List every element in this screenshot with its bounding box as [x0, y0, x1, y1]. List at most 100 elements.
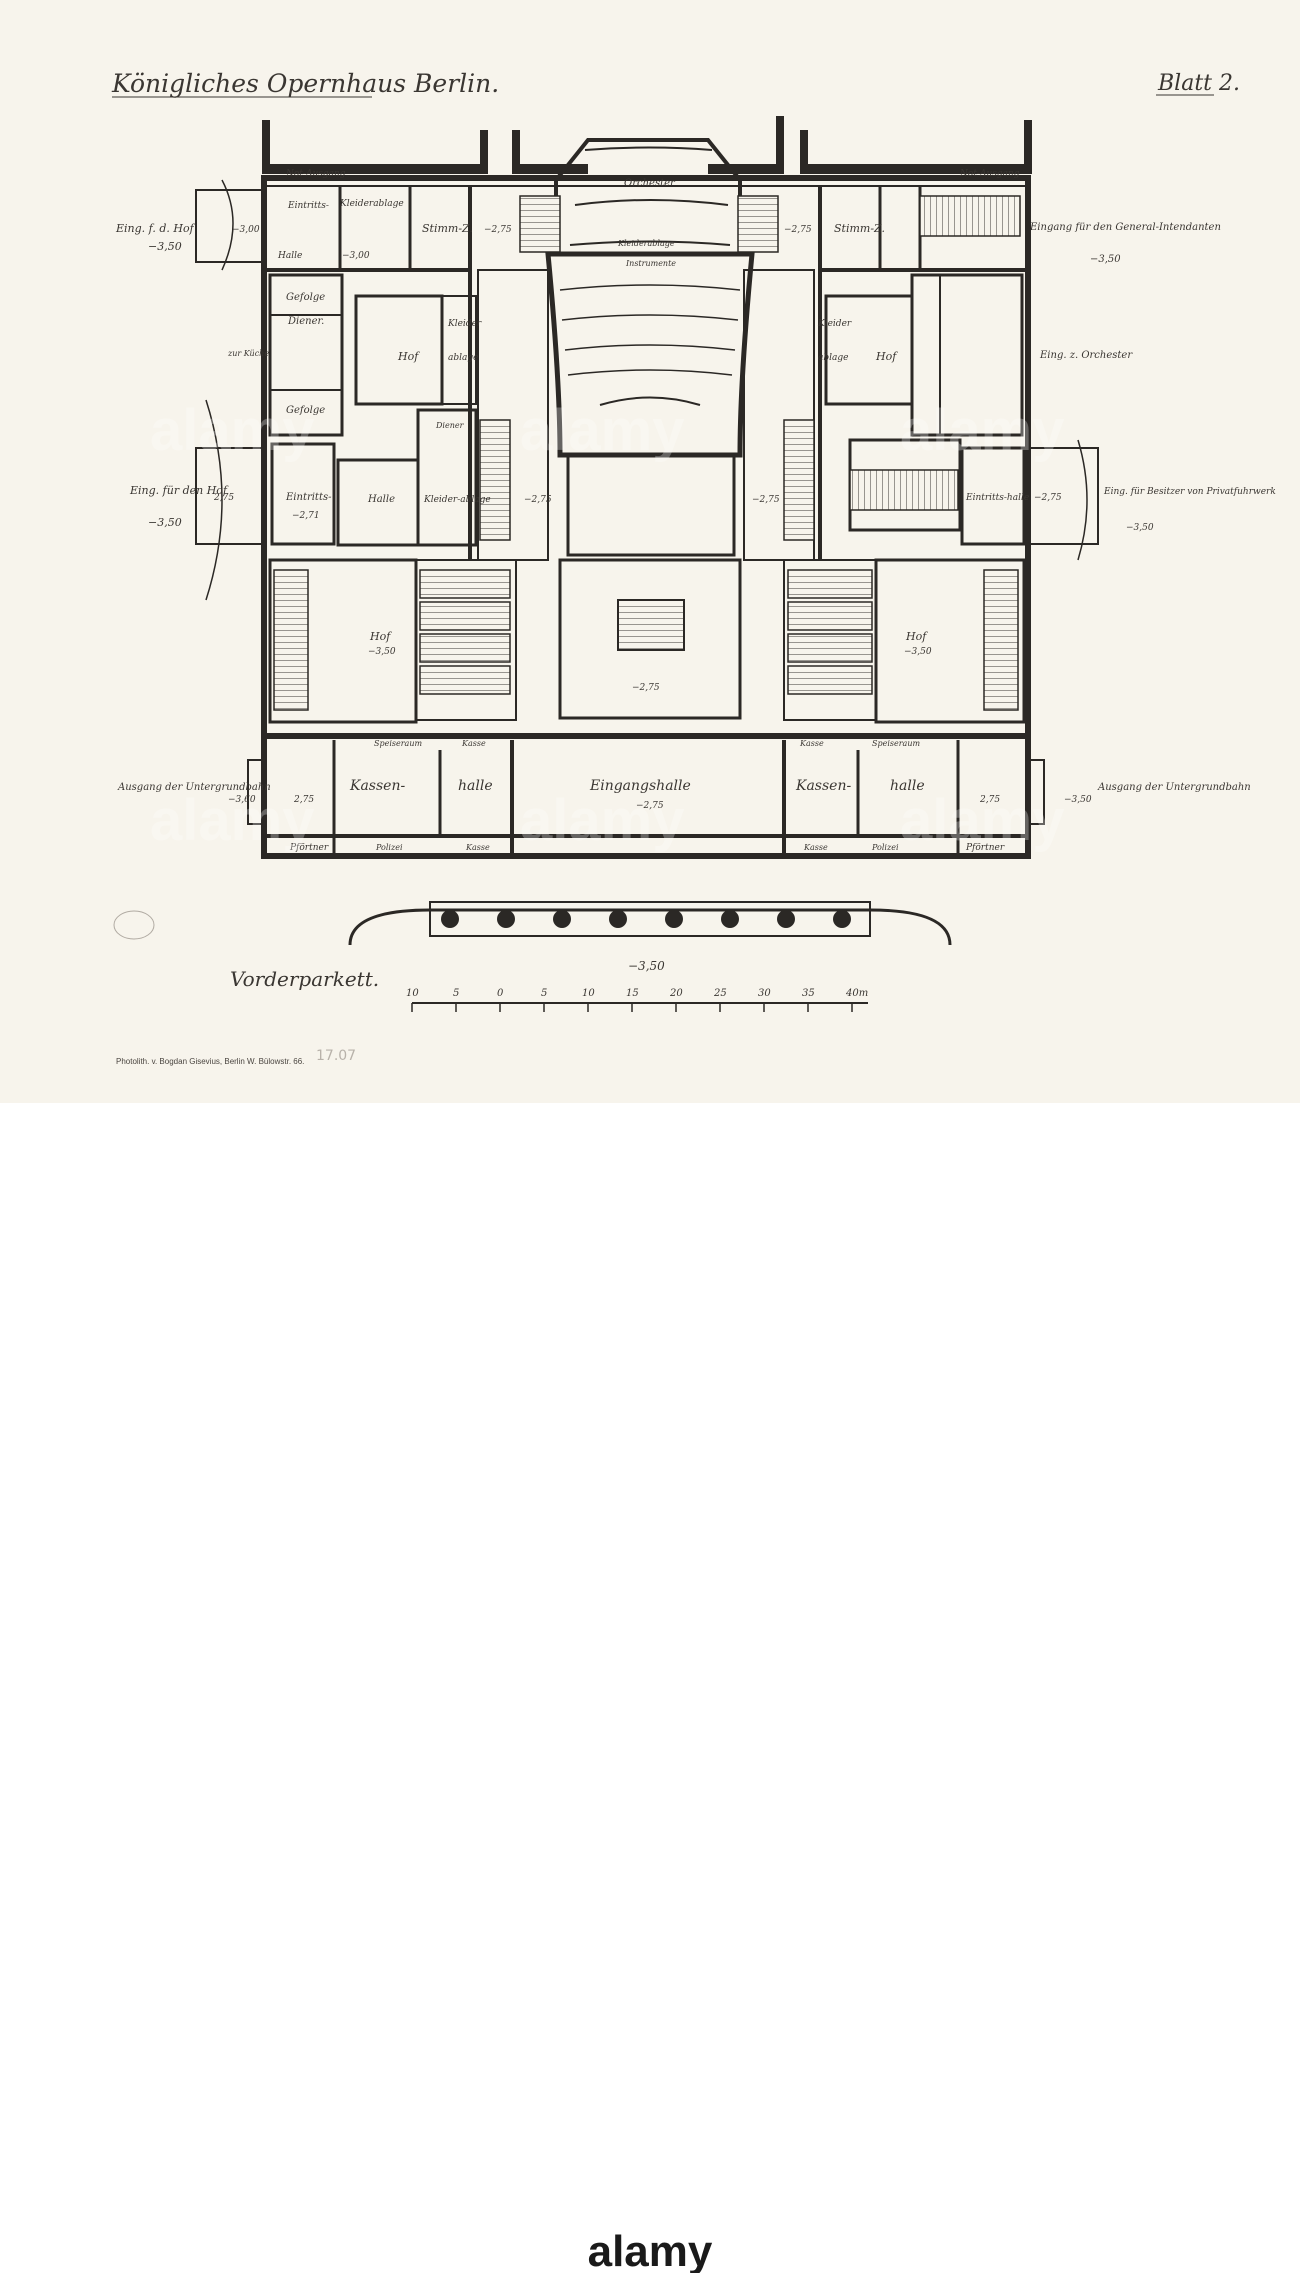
label-kasse-1: Kasse	[461, 739, 486, 748]
scale-bar: 10 5 0 5 10 15 20 25 30 35 40m	[406, 988, 868, 1012]
room-labels: Not-Ausgang Not-Ausgang Eing. f. d. Hof …	[115, 169, 1276, 973]
pencil-scribble	[113, 910, 155, 940]
label-kleiderablage-orch: Kleiderablage	[617, 239, 675, 248]
watermarks: alamy alamy alamy alamy alamy alamy	[150, 398, 1064, 853]
label-eing-hof: Eing. f. d. Hof	[115, 222, 196, 235]
label-eing-den-hof-level: −3,50	[148, 516, 182, 529]
label-level-275-c1: −2,75	[524, 495, 552, 505]
label-level-275-kl: 2,75	[293, 795, 314, 805]
walls	[261, 138, 1031, 859]
watermark-4: alamy	[150, 788, 314, 853]
watermark-6: alamy	[900, 788, 1064, 853]
label-hof-ll: Hof	[369, 630, 392, 643]
alamy-logo-text: alamy	[588, 2231, 713, 2273]
label-speiseraum-right: Speiseraum	[872, 739, 920, 748]
label-kasse-3: Kasse	[465, 843, 490, 852]
label-kasse-4: Kasse	[803, 843, 828, 852]
label-level-275-kr: 2,75	[979, 795, 1000, 805]
label-pfoertner-right: Pförtner	[965, 843, 1005, 853]
label-level-275-tr: −2,75	[784, 225, 812, 235]
label-ablage-left: ablage	[448, 353, 478, 363]
label-diener-mid: Diener	[435, 421, 465, 430]
scale-tick-6: 15	[626, 988, 639, 999]
label-polizei-left: Polizei	[375, 843, 403, 852]
label-eintritts-top: Eintritts-	[287, 201, 329, 211]
label-eing-besitzer-level: −3,50	[1126, 523, 1154, 533]
watermark-5: alamy	[520, 788, 684, 853]
label-eing-gi-level: −3,50	[1090, 254, 1121, 265]
label-zur-kueche: zur Küche	[227, 349, 269, 358]
label-eing-orchester: Eing. z. Orchester	[1039, 350, 1133, 361]
label-kleiderablage-mid: Kleider-ablage	[423, 495, 491, 505]
label-eingangshalle-level: −2,75	[636, 801, 664, 811]
scale-tick-10: 35	[802, 988, 815, 999]
label-eing-besitzer: Eing. für Besitzer von Privatfuhrwerk	[1103, 487, 1276, 497]
label-level-350-bottom: −3,50	[628, 959, 665, 973]
label-ablage-right: ablage	[818, 353, 848, 363]
label-stimmz-right: Stimm-Z.	[834, 222, 885, 235]
watermark-1: alamy	[150, 398, 314, 463]
label-gefolge-2: Gefolge	[286, 405, 325, 416]
label-orchester: Orchester	[624, 178, 676, 189]
label-hof-ul: Hof	[397, 350, 420, 363]
scale-tick-3: 0	[497, 988, 504, 999]
label-level-350-right: −3,50	[1064, 795, 1092, 805]
scale-tick-7: 20	[669, 988, 683, 999]
rear-walls	[262, 116, 1032, 174]
scale-tick-8: 25	[713, 988, 727, 999]
label-level-275-c2: −2,75	[752, 495, 780, 505]
label-notausgang-right: Not-Ausgang	[959, 169, 1020, 179]
label-level-360: −3,60	[228, 795, 256, 805]
label-hof-lr: Hof	[905, 630, 928, 643]
label-eintritts-halle-right: Eintritts-halle	[965, 493, 1029, 503]
label-level-275-center: −2,75	[632, 683, 660, 693]
watermark-3: alamy	[900, 398, 1064, 463]
label-notausgang-left: Not-Ausgang	[285, 169, 346, 179]
pencil-note: 17.07	[316, 1048, 356, 1064]
label-eing-den-hof: Eing. für den Hof	[129, 484, 229, 497]
label-eing-gi: Eingang für den General-Intendanten	[1029, 222, 1221, 233]
label-eing-hof-level: −3,50	[148, 240, 182, 253]
sheet-number: Blatt 2.	[1157, 71, 1240, 96]
label-ausgang-ub-left: Ausgang der Untergrundbahn	[117, 782, 271, 793]
label-level-300-b: −3,00	[342, 251, 370, 261]
label-diener: Diener.	[287, 316, 324, 327]
label-polizei-right: Polizei	[871, 843, 899, 852]
floor-plan: Königliches Opernhaus Berlin. Blatt 2.	[111, 69, 1276, 1066]
label-kleider-right: Kleider	[817, 319, 852, 329]
printer-credit: Photolith. v. Bogdan Gisevius, Berlin W.…	[116, 1057, 304, 1066]
scale-tick-1: 10	[406, 988, 419, 999]
label-eintritts-mid: Eintritts-	[285, 492, 332, 503]
colonnade	[348, 901, 952, 946]
porticos	[195, 179, 1099, 825]
label-halle-mid: Halle	[367, 494, 395, 505]
label-kassen-left: Kassen-	[349, 778, 405, 794]
label-kassen-right: Kassen-	[795, 778, 851, 794]
label-speiseraum-left: Speiseraum	[374, 739, 422, 748]
label-hof-ur: Hof	[875, 350, 898, 363]
label-level-271: −2,71	[292, 511, 320, 521]
stairs	[273, 195, 1021, 711]
label-level-275-mr: −2,75	[1034, 493, 1062, 503]
label-instrumente: Instrumente	[625, 259, 676, 268]
label-level-275-ml: 2,75	[213, 493, 234, 503]
sheet-title: Königliches Opernhaus Berlin.	[111, 69, 499, 98]
label-kasse-2: Kasse	[799, 739, 824, 748]
label-ausgang-ub-right: Ausgang der Untergrundbahn	[1097, 782, 1251, 793]
scale-tick-2: 5	[453, 988, 459, 999]
scale-tick-11: 40m	[845, 988, 868, 999]
label-level-300-a: −3,00	[232, 225, 260, 235]
label-level-275-tl: −2,75	[484, 225, 512, 235]
label-hof-lr-level: −3,50	[904, 647, 932, 657]
plan-title: Vorderparkett.	[230, 967, 379, 991]
watermark-2: alamy	[520, 398, 684, 463]
label-kleiderablage-top: Kleiderablage	[339, 199, 404, 209]
label-stimmz-left: Stimm-Z.	[422, 222, 473, 235]
label-halle-top: Halle	[277, 251, 302, 261]
label-halle-kr: halle	[890, 778, 925, 794]
scale-tick-4: 5	[541, 988, 547, 999]
label-hof-ll-level: −3,50	[368, 647, 396, 657]
label-kleider-left: Kleider	[447, 319, 482, 329]
architectural-sheet: Königliches Opernhaus Berlin. Blatt 2.	[0, 0, 1300, 1103]
label-eingangshalle: Eingangshalle	[589, 778, 691, 794]
